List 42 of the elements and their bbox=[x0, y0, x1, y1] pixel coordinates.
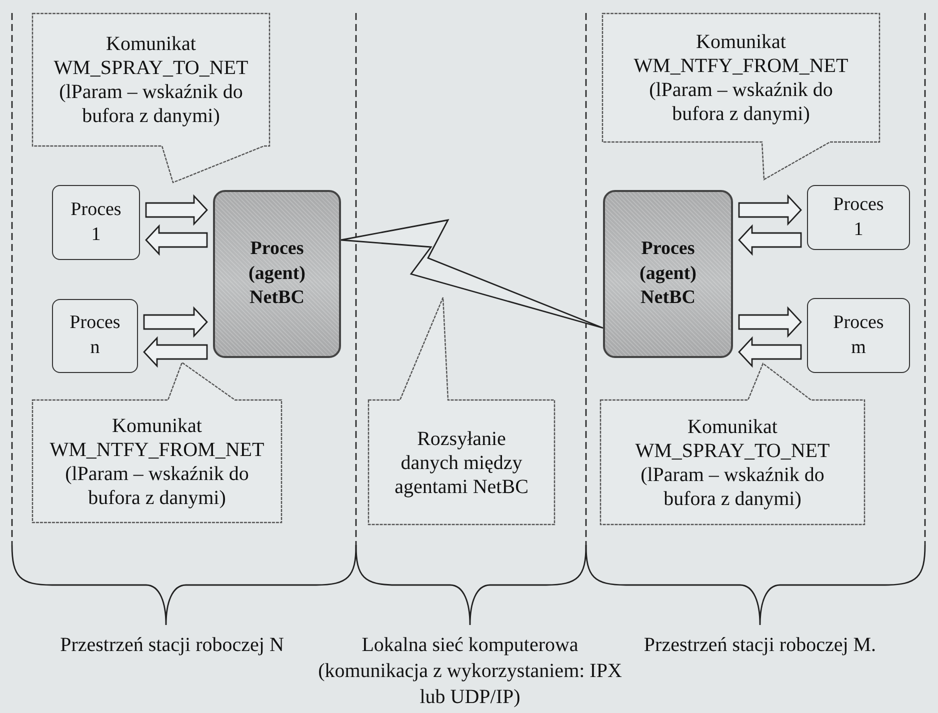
speech-bubble bbox=[32, 362, 282, 523]
process-label: Proces (agent) NetBC bbox=[248, 236, 306, 310]
block-arrow bbox=[145, 194, 208, 226]
message-heading: Komunikat bbox=[112, 414, 202, 438]
message-name: WM_SPRAY_TO_NET bbox=[635, 438, 830, 462]
process-box bbox=[52, 185, 140, 260]
message-description: (lParam – wskaźnik do bufora z danymi) bbox=[58, 80, 244, 128]
process-box bbox=[52, 299, 138, 373]
message-description: (lParam – wskaźnik do bufora z danymi) bbox=[648, 78, 834, 126]
region-caption: Przestrzeń stacji roboczej N bbox=[59, 633, 285, 658]
speech-bubble bbox=[368, 297, 555, 525]
block-arrow bbox=[738, 306, 802, 338]
process-box bbox=[807, 185, 910, 250]
block-arrow bbox=[738, 224, 802, 256]
agent-process-box bbox=[603, 190, 733, 358]
message-heading: Komunikat bbox=[696, 30, 786, 54]
message-name: WM_NTFY_FROM_NET bbox=[50, 438, 264, 462]
speech-bubble bbox=[600, 363, 865, 525]
block-arrow bbox=[738, 336, 802, 368]
region-caption: Lokalna sieć komputerowa (komunikacja z wykorzystaniem: IPX lub UDP/IP) bbox=[317, 633, 623, 710]
region-caption: Przestrzeń stacji roboczej M. bbox=[642, 633, 878, 658]
process-label: Proces (agent) NetBC bbox=[638, 236, 698, 310]
block-arrow bbox=[738, 194, 802, 226]
message-heading: Komunikat bbox=[688, 414, 778, 438]
process-label: Proces m bbox=[832, 310, 885, 360]
bubble-text: Rozsyłanie danych między agentami NetBC bbox=[394, 426, 530, 498]
process-label: Proces 1 bbox=[832, 192, 885, 242]
block-arrow bbox=[143, 336, 208, 368]
message-description: (lParam – wskaźnik do bufora z danymi) bbox=[64, 462, 250, 510]
process-label: Proces n bbox=[68, 311, 122, 360]
message-heading: Komunikat bbox=[106, 32, 196, 56]
agent-process-box bbox=[213, 190, 341, 358]
message-description: (lParam – wskaźnik do bufora z danymi) bbox=[640, 462, 826, 510]
block-arrow bbox=[145, 224, 208, 256]
message-name: WM_SPRAY_TO_NET bbox=[54, 56, 248, 80]
process-label: Proces 1 bbox=[70, 198, 122, 246]
lightning-connector bbox=[340, 219, 604, 329]
speech-bubble bbox=[602, 13, 880, 180]
process-box bbox=[807, 298, 910, 373]
message-name: WM_NTFY_FROM_NET bbox=[634, 54, 848, 78]
speech-bubble bbox=[32, 13, 270, 183]
block-arrow bbox=[143, 306, 208, 338]
